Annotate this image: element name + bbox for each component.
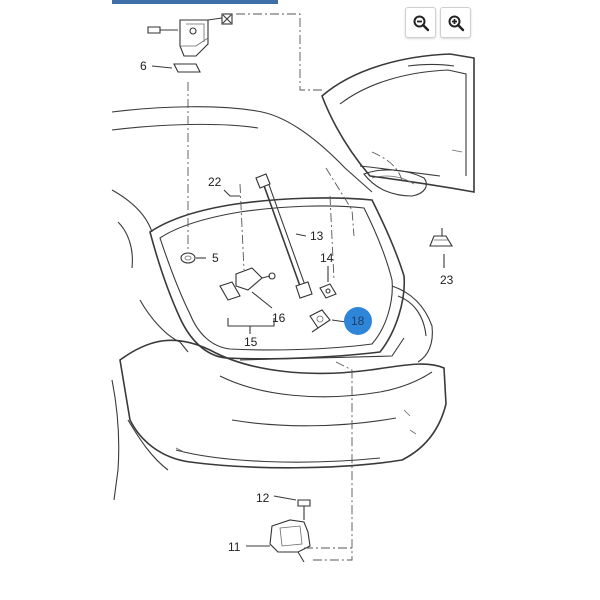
top-accent-bar [112,0,278,4]
callout-22[interactable]: 22 [208,175,222,189]
car-body-outline [111,106,447,501]
callout-6[interactable]: 6 [140,59,147,73]
callout-16[interactable]: 16 [272,311,286,325]
callout-11[interactable]: 11 [228,540,241,554]
zoom-in-icon [448,15,464,31]
bump-stop-23 [429,228,453,247]
callout-14[interactable]: 14 [320,251,334,265]
interior-parts [180,173,337,333]
callout-12[interactable]: 12 [256,491,270,505]
zoom-in-button[interactable] [440,7,471,38]
callout-5[interactable]: 5 [212,251,219,265]
leader-lines [151,65,445,547]
tailgate-open [321,53,475,197]
striker-lower [269,499,311,563]
callout-labels: 6 22 13 5 14 16 15 18 23 12 11 [140,59,454,554]
callout-23[interactable]: 23 [440,273,454,287]
highlight-marker[interactable] [344,307,372,335]
assembly-guide-lines [187,13,403,561]
callout-15[interactable]: 15 [244,335,258,349]
zoom-out-button[interactable] [405,7,436,38]
hinge-upper [147,13,233,73]
zoom-out-icon [413,15,429,31]
callout-18[interactable]: 18 [351,314,365,328]
callout-13[interactable]: 13 [310,229,324,243]
